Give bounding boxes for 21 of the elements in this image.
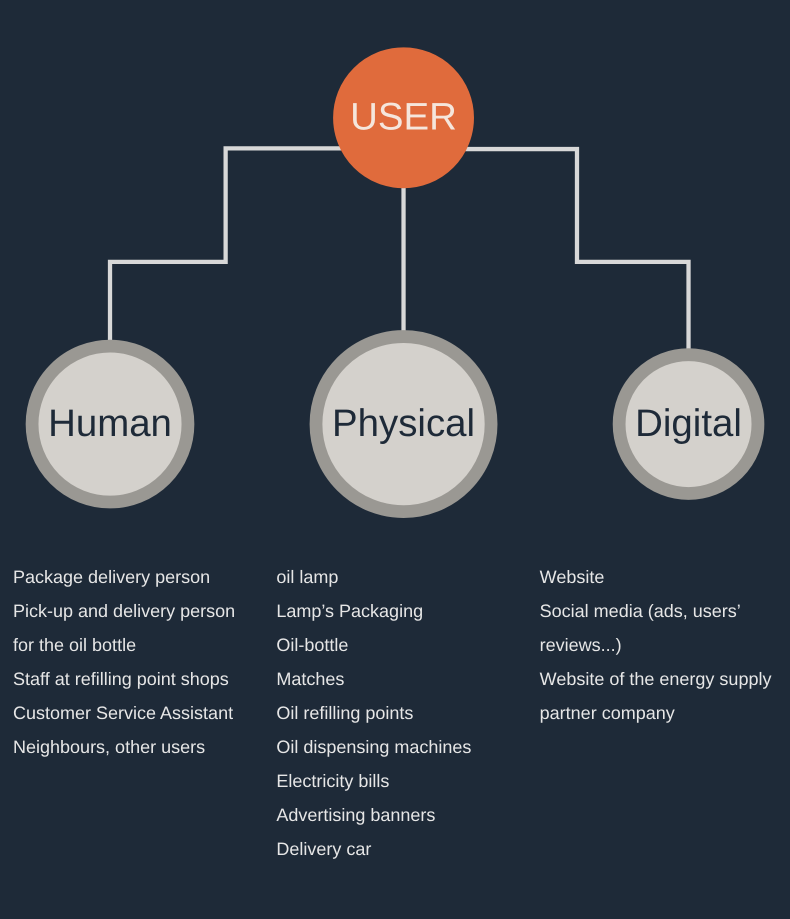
list-item: Pick-up and delivery person for the oil bottle [13, 600, 236, 657]
list-item: Social media (ads, users’ reviews...) [540, 600, 742, 657]
list-item: Website of the energy supply partner company [540, 668, 772, 725]
list-item: Website [540, 566, 606, 589]
node-circle: Physical [310, 330, 498, 518]
list-item: Oil refilling points [276, 702, 414, 725]
list-item: Delivery car [276, 838, 372, 861]
list-item: Oil dispensing machines [276, 736, 472, 759]
list-item: Package delivery person [13, 566, 212, 589]
list-item: oil lamp [276, 566, 340, 589]
list-item: Lamp’s Packaging [276, 600, 424, 623]
node-circle: Digital [612, 348, 764, 500]
list-item: Oil-bottle [276, 634, 350, 657]
list-item: Customer Service Assistant [13, 702, 234, 725]
node-circle: Human [26, 340, 194, 508]
list-item: Matches [276, 668, 346, 691]
node-circle: USER [333, 47, 474, 188]
list-item: Electricity bills [276, 770, 390, 793]
list-item: Staff at refilling point shops [13, 668, 230, 691]
list-item: Neighbours, other users [13, 736, 206, 759]
list-item: Advertising banners [276, 804, 436, 827]
